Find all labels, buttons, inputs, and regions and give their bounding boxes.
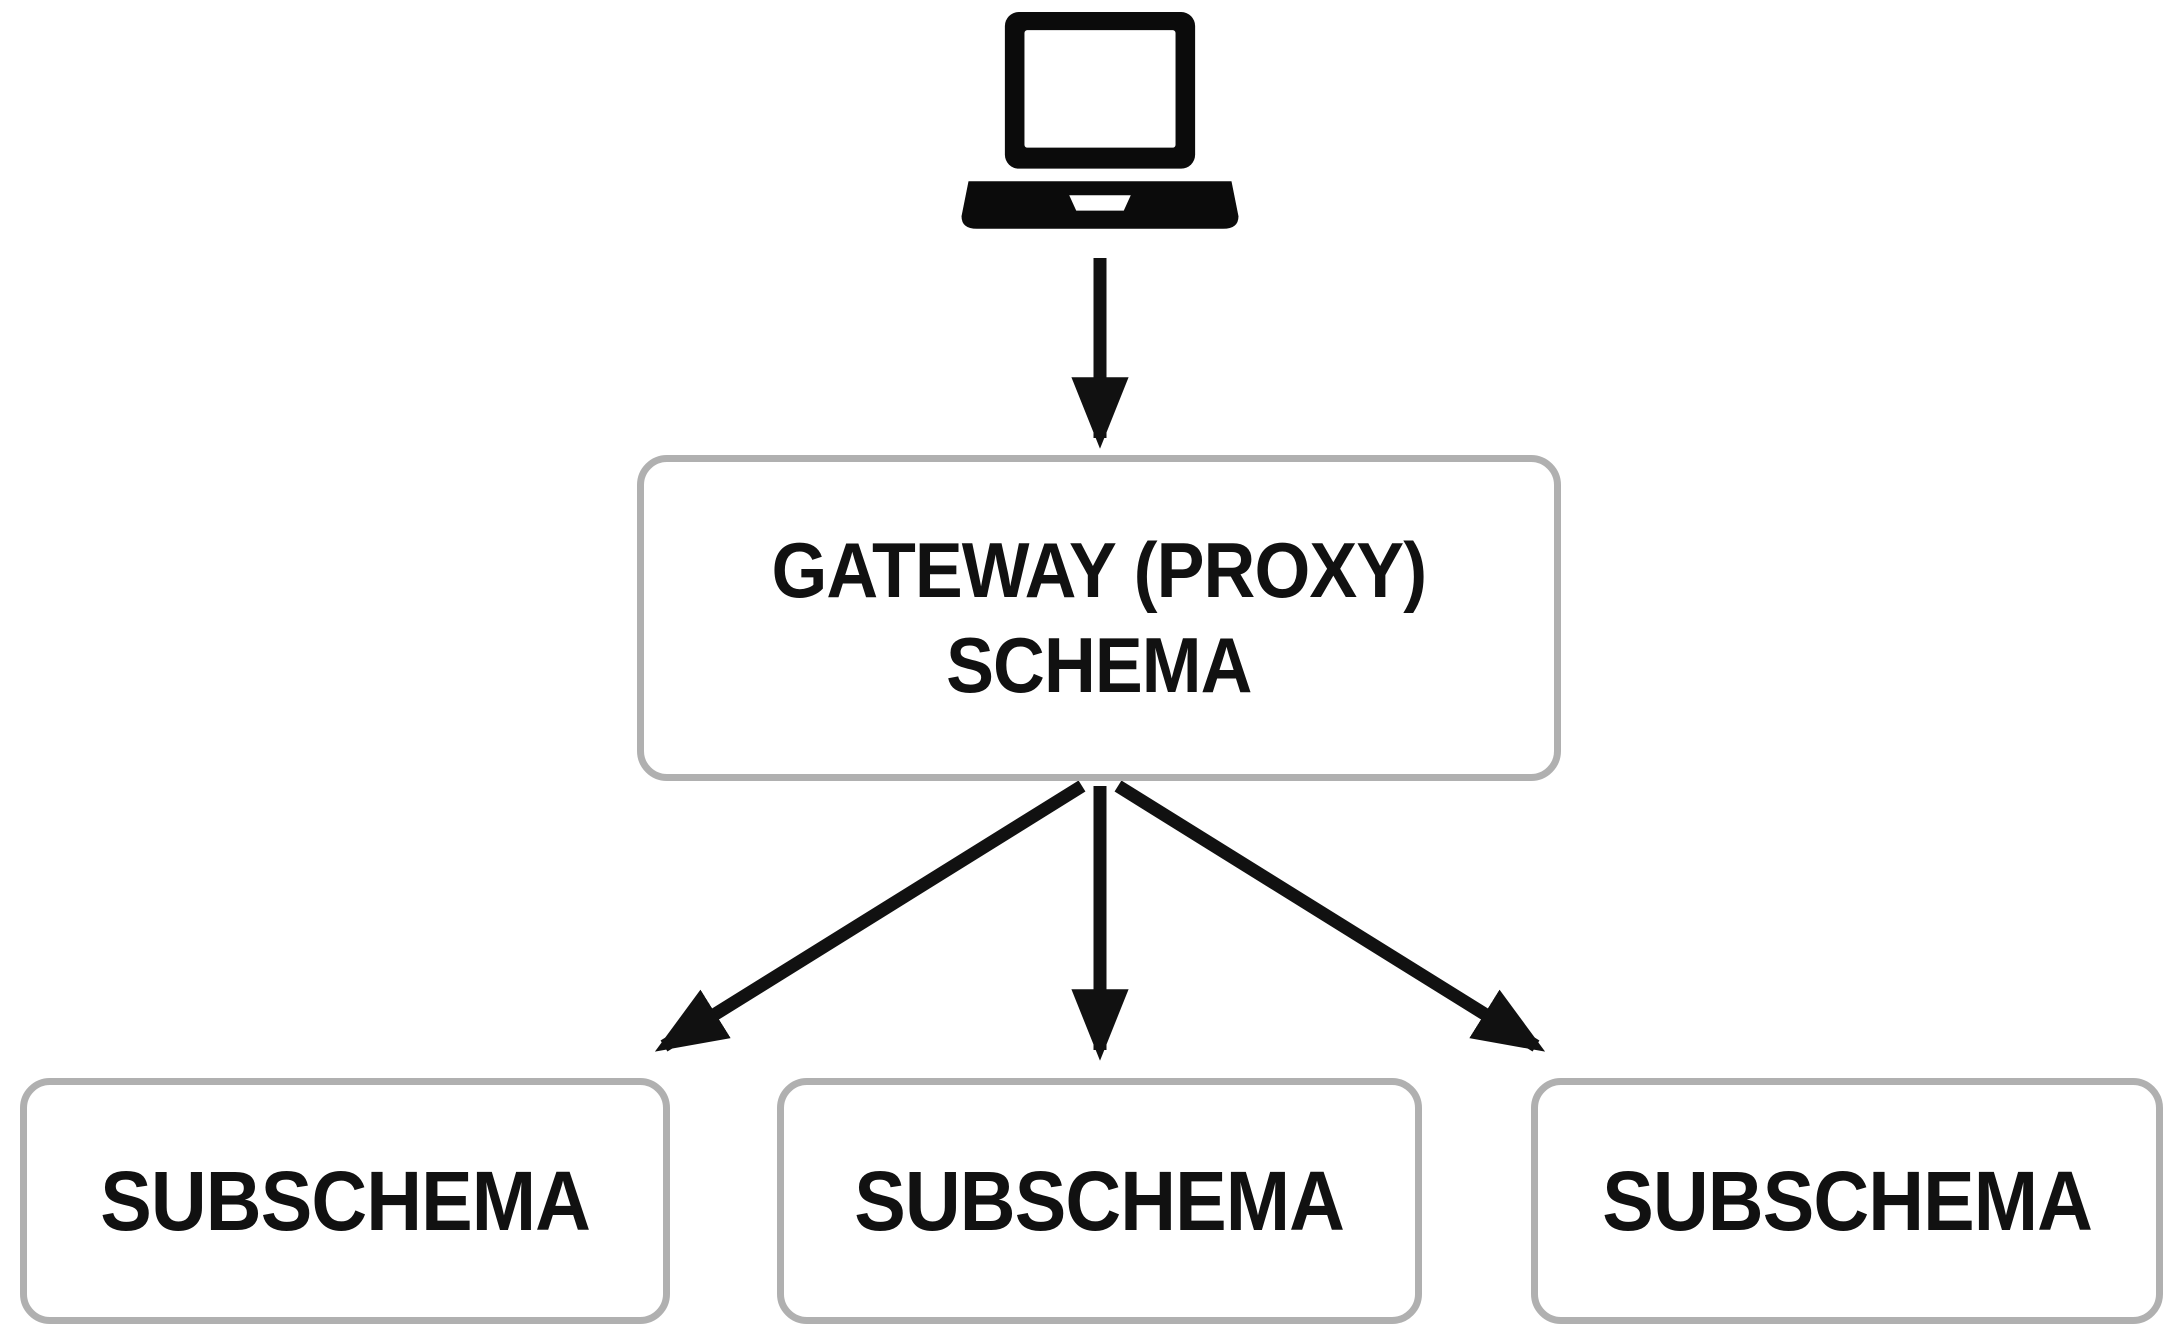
subschema-label-3: SUBSCHEMA — [1602, 1153, 2093, 1248]
arrow-gateway-to-subschema-1 — [654, 780, 1086, 1052]
gateway-node: GATEWAY (PROXY) SCHEMA — [637, 455, 1561, 781]
gateway-label-line2: SCHEMA — [946, 621, 1252, 709]
subschema-label-1: SUBSCHEMA — [100, 1153, 591, 1248]
subschema-label-2: SUBSCHEMA — [854, 1153, 1346, 1248]
gateway-label-line1: GATEWAY (PROXY) — [771, 525, 1428, 614]
subschema-node-3: SUBSCHEMA — [1531, 1078, 2163, 1324]
client-node — [960, 12, 1240, 240]
laptop-icon — [961, 12, 1239, 229]
gateway-label: GATEWAY (PROXY) SCHEMA — [771, 523, 1428, 713]
subschema-node-1: SUBSCHEMA — [20, 1078, 670, 1324]
arrow-gateway-to-subschema-3 — [1114, 780, 1546, 1052]
subschema-node-2: SUBSCHEMA — [777, 1078, 1422, 1324]
